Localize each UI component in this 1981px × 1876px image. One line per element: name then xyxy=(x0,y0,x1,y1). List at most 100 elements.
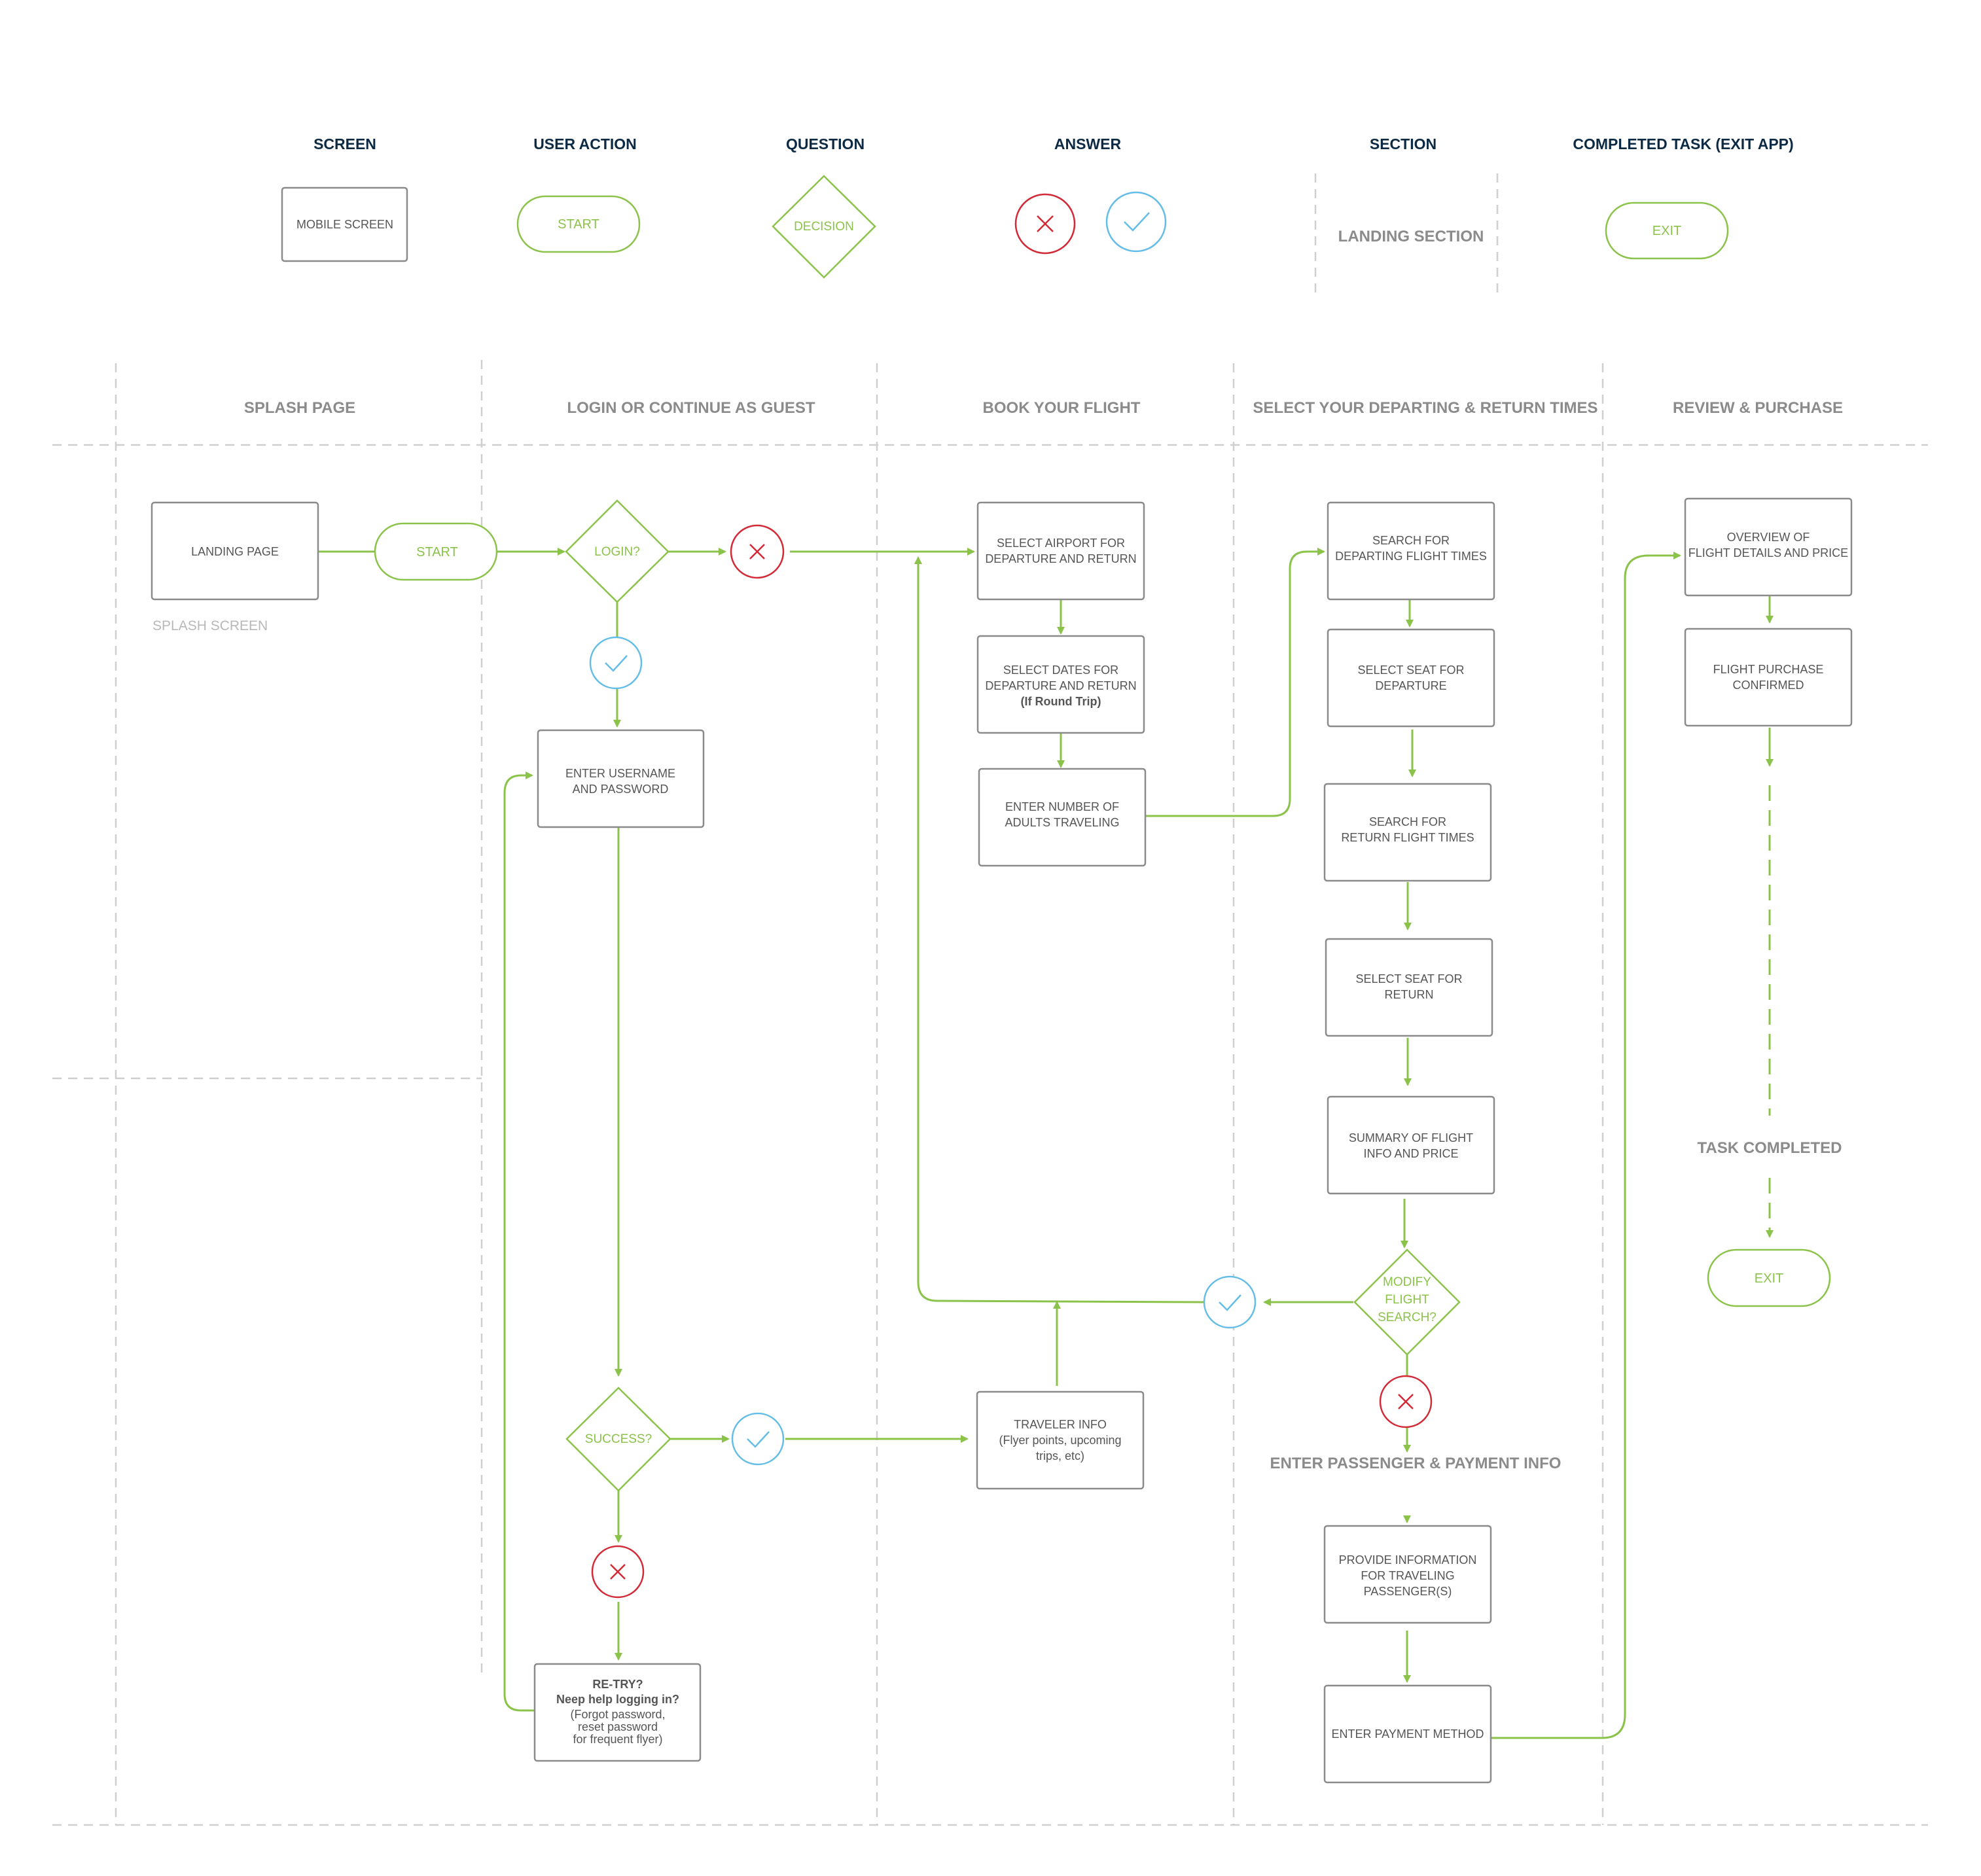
seat-departure-line-2: DEPARTURE xyxy=(1375,679,1446,692)
legend-completed-sample: EXIT xyxy=(1652,224,1681,238)
retry-text-line-3: for frequent flyer) xyxy=(573,1733,662,1746)
start-pill: START xyxy=(374,522,498,581)
legend-completed-title: COMPLETED TASK (EXIT APP) xyxy=(1573,135,1793,152)
select-dates-box: SELECT DATES FOR DEPARTURE AND RETURN (I… xyxy=(976,635,1145,734)
summary-box: SUMMARY OF FLIGHT INFO AND PRICE xyxy=(1327,1095,1495,1195)
search-departing-line-1: SEARCH FOR xyxy=(1372,534,1450,547)
legend-user-action-title: USER ACTION xyxy=(533,135,637,152)
overview-line-2: FLIGHT DETAILS AND PRICE xyxy=(1688,546,1848,559)
legend-screen-title: SCREEN xyxy=(313,135,376,152)
select-dates-line-2: DEPARTURE AND RETURN xyxy=(985,679,1136,692)
section-headers: SPLASH PAGE LOGIN OR CONTINUE AS GUEST B… xyxy=(244,399,1843,417)
legend-screen-sample: MOBILE SCREEN xyxy=(296,218,393,231)
modify-yes-icon xyxy=(1203,1275,1257,1329)
login-no-icon xyxy=(730,524,785,579)
modify-line-1: MODIFY xyxy=(1383,1275,1431,1289)
search-departing-box: SEARCH FOR DEPARTING FLIGHT TIMES xyxy=(1327,501,1495,601)
provide-info-box: PROVIDE INFORMATION FOR TRAVELING PASSEN… xyxy=(1323,1525,1492,1624)
seat-return-box: SELECT SEAT FOR RETURN xyxy=(1325,938,1493,1037)
enter-username-line-2: AND PASSWORD xyxy=(573,783,669,796)
legend-user-action-sample: START xyxy=(558,217,599,232)
login-question-label: LOGIN? xyxy=(594,545,640,559)
select-airport-line-2: DEPARTURE AND RETURN xyxy=(985,552,1136,565)
modify-no-icon xyxy=(1379,1375,1433,1428)
section-splash-page: SPLASH PAGE xyxy=(244,399,355,417)
search-return-line-2: RETURN FLIGHT TIMES xyxy=(1341,831,1474,844)
task-completed-label: TASK COMPLETED xyxy=(1698,1139,1842,1157)
purchase-confirmed-box: FLIGHT PURCHASE CONFIRMED xyxy=(1684,628,1853,727)
swimlane-grid xyxy=(52,360,1928,1826)
legend-yes-icon xyxy=(1105,191,1167,253)
retry-text-line-2: reset password xyxy=(578,1720,658,1733)
select-airport-line-1: SELECT AIRPORT FOR xyxy=(997,537,1125,550)
legend-answer-title: ANSWER xyxy=(1054,135,1122,152)
payment-method-label: ENTER PAYMENT METHOD xyxy=(1331,1727,1484,1741)
landing-page-box: LANDING PAGE xyxy=(151,501,319,601)
section-book-flight: BOOK YOUR FLIGHT xyxy=(983,399,1141,417)
enter-username-line-1: ENTER USERNAME xyxy=(565,767,675,780)
start-label: START xyxy=(416,545,458,559)
retry-title-line-1: RE-TRY? xyxy=(592,1678,643,1691)
retry-text-line-1: (Forgot password, xyxy=(570,1708,665,1721)
success-question-label: SUCCESS? xyxy=(585,1432,652,1446)
retry-box: RE-TRY? Neep help logging in? (Forgot pa… xyxy=(533,1663,702,1762)
legend-section-sample: LANDING SECTION xyxy=(1338,228,1484,245)
legend-screen-shape xyxy=(281,186,408,262)
traveler-info-box: TRAVELER INFO (Flyer points, upcoming tr… xyxy=(976,1390,1145,1490)
enter-username-box: ENTER USERNAME AND PASSWORD xyxy=(537,729,705,828)
success-no-icon xyxy=(591,1545,645,1599)
search-return-line-1: SEARCH FOR xyxy=(1369,815,1446,828)
provide-info-line-1: PROVIDE INFORMATION xyxy=(1339,1553,1477,1566)
section-select-times: SELECT YOUR DEPARTING & RETURN TIMES xyxy=(1253,399,1597,417)
select-dates-round-trip: (If Round Trip) xyxy=(1021,695,1101,708)
purchase-confirmed-line-2: CONFIRMED xyxy=(1733,679,1804,692)
landing-page-label: LANDING PAGE xyxy=(191,545,279,558)
select-airport-box: SELECT AIRPORT FOR DEPARTURE AND RETURN xyxy=(976,501,1145,601)
seat-return-line-1: SELECT SEAT FOR xyxy=(1355,972,1462,985)
legend-no-icon xyxy=(1014,193,1076,255)
login-decision: LOGIN? xyxy=(565,499,669,603)
legend: SCREEN MOBILE SCREEN USER ACTION START Q… xyxy=(281,135,1794,293)
seat-departure-box: SELECT SEAT FOR DEPARTURE xyxy=(1327,628,1495,728)
payment-method-box: ENTER PAYMENT METHOD xyxy=(1323,1684,1492,1784)
number-of-adults-line-2: ADULTS TRAVELING xyxy=(1005,816,1119,829)
legend-section-title: SECTION xyxy=(1370,135,1437,152)
success-yes-icon xyxy=(731,1412,785,1466)
summary-line-1: SUMMARY OF FLIGHT xyxy=(1349,1131,1473,1144)
login-yes-icon xyxy=(589,636,643,690)
success-decision: SUCCESS? xyxy=(565,1387,671,1492)
legend-user-action-shape xyxy=(516,195,641,253)
summary-line-2: INFO AND PRICE xyxy=(1363,1147,1458,1160)
select-dates-line-1: SELECT DATES FOR xyxy=(1003,664,1118,677)
retry-title-line-2: Neep help logging in? xyxy=(556,1693,679,1706)
seat-departure-line-1: SELECT SEAT FOR xyxy=(1357,664,1464,677)
provide-info-line-3: PASSENGER(S) xyxy=(1364,1585,1452,1598)
overview-line-1: OVERVIEW OF xyxy=(1727,531,1810,544)
passenger-payment-heading: ENTER PASSENGER & PAYMENT INFO xyxy=(1270,1455,1562,1472)
traveler-info-line-3: trips, etc) xyxy=(1036,1449,1084,1462)
purchase-confirmed-line-1: FLIGHT PURCHASE xyxy=(1713,663,1824,676)
seat-return-line-2: RETURN xyxy=(1385,988,1434,1001)
legend-question-title: QUESTION xyxy=(786,135,865,152)
overview-box: OVERVIEW OF FLIGHT DETAILS AND PRICE xyxy=(1684,497,1853,597)
section-login: LOGIN OR CONTINUE AS GUEST xyxy=(567,399,815,417)
number-of-adults-line-1: ENTER NUMBER OF xyxy=(1005,800,1119,813)
legend-question-shape xyxy=(772,175,876,279)
search-return-box: SEARCH FOR RETURN FLIGHT TIMES xyxy=(1323,783,1492,882)
modify-search-decision: MODIFY FLIGHT SEARCH? xyxy=(1353,1248,1461,1356)
splash-screen-note: SPLASH SCREEN xyxy=(152,618,268,633)
exit-pill: EXIT xyxy=(1707,1248,1831,1307)
legend-completed-shape xyxy=(1605,202,1729,260)
number-of-adults-box: ENTER NUMBER OF ADULTS TRAVELING xyxy=(978,768,1147,867)
modify-line-3: SEARCH? xyxy=(1378,1311,1437,1324)
legend-question-sample: DECISION xyxy=(794,220,854,234)
modify-line-2: FLIGHT xyxy=(1385,1293,1429,1307)
exit-label: EXIT xyxy=(1755,1271,1783,1286)
traveler-info-line-2: (Flyer points, upcoming xyxy=(999,1434,1121,1447)
traveler-info-line-1: TRAVELER INFO xyxy=(1014,1418,1107,1431)
provide-info-line-2: FOR TRAVELING xyxy=(1361,1569,1454,1582)
section-review-purchase: REVIEW & PURCHASE xyxy=(1673,399,1843,417)
search-departing-line-2: DEPARTING FLIGHT TIMES xyxy=(1335,550,1487,563)
connectors xyxy=(318,548,1774,1739)
